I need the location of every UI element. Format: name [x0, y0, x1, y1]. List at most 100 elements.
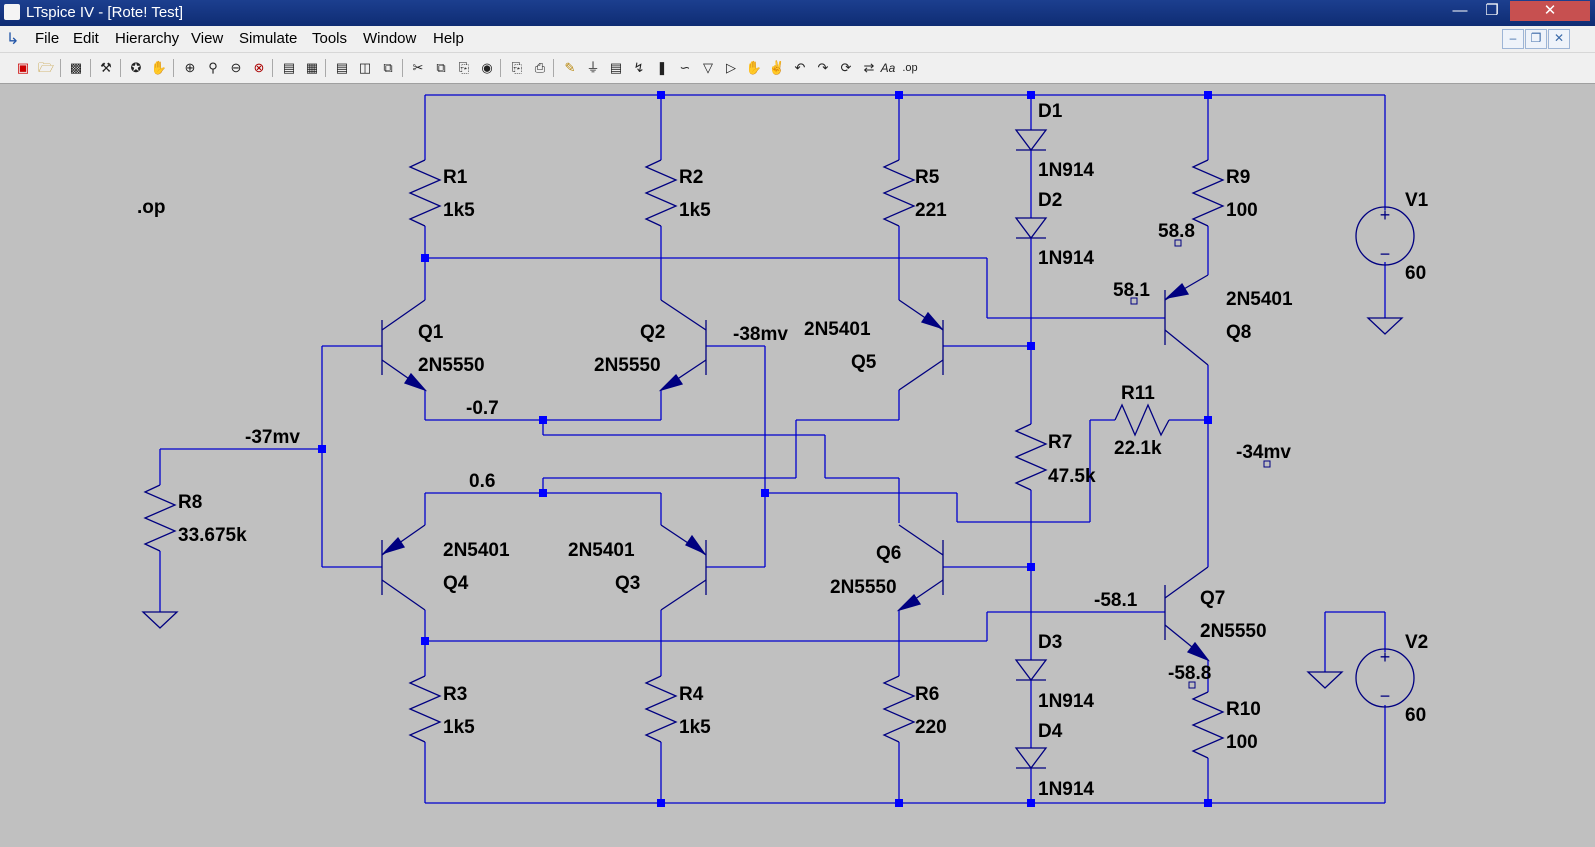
spice-directive-op[interactable]: .op — [137, 197, 166, 218]
new-schematic-icon[interactable]: ▣ — [16, 60, 30, 75]
control-panel-icon[interactable]: ⚒ — [100, 60, 112, 75]
zoom-in-icon[interactable]: ⊕ — [184, 60, 196, 75]
close-button[interactable]: ✕ — [1510, 1, 1590, 21]
zoom-fit-icon[interactable]: ⊗ — [253, 60, 265, 75]
r9-name[interactable]: R9 — [1226, 167, 1250, 188]
move-icon[interactable]: ✋ — [745, 60, 763, 75]
r4-value[interactable]: 1k5 — [679, 717, 711, 738]
undo-icon[interactable]: ↶ — [794, 60, 806, 75]
zoom-out-icon[interactable]: ⊖ — [230, 60, 242, 75]
q6-name[interactable]: Q6 — [876, 543, 901, 564]
text-icon[interactable]: Aa — [880, 61, 896, 75]
r5-name[interactable]: R5 — [915, 167, 940, 188]
cut-icon[interactable]: ✂ — [412, 60, 424, 75]
rotate-icon[interactable]: ⟳ — [840, 60, 852, 75]
resistor-icon[interactable]: ↯ — [633, 60, 645, 75]
draw-wire-icon[interactable]: ✎ — [564, 60, 576, 75]
inductor-icon[interactable]: ∽ — [679, 60, 691, 75]
diode-icon[interactable]: ▽ — [703, 60, 713, 75]
save-icon[interactable]: ▩ — [69, 60, 83, 75]
r8-name[interactable]: R8 — [178, 492, 202, 513]
q7-model[interactable]: 2N5550 — [1200, 621, 1267, 642]
r9-value[interactable]: 100 — [1226, 200, 1258, 221]
q8-model[interactable]: 2N5401 — [1226, 289, 1293, 310]
r2-value[interactable]: 1k5 — [679, 200, 711, 221]
d1-model[interactable]: 1N914 — [1038, 160, 1094, 181]
r1-name[interactable]: R1 — [443, 167, 468, 188]
q1-model[interactable]: 2N5550 — [418, 355, 485, 376]
d3-model[interactable]: 1N914 — [1038, 691, 1094, 712]
plot-settings-icon[interactable]: ▦ — [305, 60, 319, 75]
r10-value[interactable]: 100 — [1226, 732, 1258, 753]
redo-icon[interactable]: ↷ — [817, 60, 829, 75]
q3-model[interactable]: 2N5401 — [568, 540, 635, 561]
autoscale-icon[interactable]: ▤ — [282, 60, 296, 75]
schematic-canvas[interactable]: + − + − .op R1 1k5 R2 1k5 R5 221 R9 100 … — [0, 84, 1595, 842]
paste-icon[interactable]: ⎘ — [458, 60, 470, 75]
v2-name[interactable]: V2 — [1405, 632, 1428, 653]
d3-name[interactable]: D3 — [1038, 632, 1062, 653]
q5-model[interactable]: 2N5401 — [804, 319, 871, 340]
r5-value[interactable]: 221 — [915, 200, 947, 221]
mirror-icon[interactable]: ⇄ — [863, 60, 875, 75]
v2-value[interactable]: 60 — [1405, 705, 1426, 726]
mdi-close-button[interactable]: ✕ — [1548, 29, 1570, 49]
menu-window[interactable]: Window — [363, 30, 417, 47]
r6-name[interactable]: R6 — [915, 684, 939, 705]
run-icon[interactable]: ✪ — [130, 60, 142, 75]
schematic-doc-icon[interactable]: ↳ — [6, 31, 20, 48]
restore-button[interactable]: ❐ — [1485, 2, 1499, 19]
print-icon[interactable]: ⎙ — [534, 60, 546, 75]
d4-name[interactable]: D4 — [1038, 721, 1063, 742]
q2-name[interactable]: Q2 — [640, 322, 665, 343]
copy-icon[interactable]: ⧉ — [436, 60, 446, 75]
open-icon[interactable]: 🗁 — [37, 60, 55, 75]
q8-name[interactable]: Q8 — [1226, 322, 1251, 343]
r11-name[interactable]: R11 — [1121, 383, 1155, 404]
r3-value[interactable]: 1k5 — [443, 717, 475, 738]
q3-name[interactable]: Q3 — [615, 573, 640, 594]
d4-model[interactable]: 1N914 — [1038, 779, 1094, 800]
mdi-restore-button[interactable]: ❐ — [1525, 29, 1547, 49]
r6-value[interactable]: 220 — [915, 717, 947, 738]
menu-tools[interactable]: Tools — [312, 30, 348, 47]
v1-value[interactable]: 60 — [1405, 263, 1426, 284]
d2-model[interactable]: 1N914 — [1038, 248, 1094, 269]
r1-value[interactable]: 1k5 — [443, 200, 475, 221]
ground-icon[interactable]: ⏚ — [586, 60, 600, 75]
r4-name[interactable]: R4 — [679, 684, 704, 705]
mdi-minimize-button[interactable]: – — [1502, 29, 1524, 49]
menu-file[interactable]: File — [35, 30, 60, 47]
q4-model[interactable]: 2N5401 — [443, 540, 510, 561]
minimize-button[interactable]: — — [1452, 2, 1468, 19]
q7-name[interactable]: Q7 — [1200, 588, 1225, 609]
q6-model[interactable]: 2N5550 — [830, 577, 897, 598]
menu-hierarchy[interactable]: Hierarchy — [115, 30, 180, 47]
q1-name[interactable]: Q1 — [418, 322, 444, 343]
component-icon[interactable]: ▷ — [726, 60, 736, 75]
r7-value[interactable]: 47.5k — [1048, 466, 1096, 487]
r10-name[interactable]: R10 — [1226, 699, 1261, 720]
print-setup-icon[interactable]: ⎘ — [511, 60, 523, 75]
ltspice-app-icon[interactable] — [4, 4, 20, 20]
r2-name[interactable]: R2 — [679, 167, 703, 188]
r8-value[interactable]: 33.675k — [178, 525, 247, 546]
cascade-icon[interactable]: ⧉ — [383, 60, 393, 75]
v1-name[interactable]: V1 — [1405, 190, 1429, 211]
zoom-area-icon[interactable]: ⚲ — [208, 60, 218, 75]
menu-help[interactable]: Help — [433, 30, 464, 47]
drag-icon[interactable]: ✌ — [768, 60, 786, 75]
d1-name[interactable]: D1 — [1038, 101, 1063, 122]
q2-model[interactable]: 2N5550 — [594, 355, 661, 376]
menu-edit[interactable]: Edit — [73, 30, 99, 47]
r3-name[interactable]: R3 — [443, 684, 467, 705]
tile-vertical-icon[interactable]: ◫ — [358, 60, 372, 75]
halt-icon[interactable]: ✋ — [150, 60, 168, 75]
r11-value[interactable]: 22.1k — [1114, 438, 1162, 459]
r7-name[interactable]: R7 — [1048, 432, 1072, 453]
spice-directive-icon[interactable]: .op — [902, 62, 918, 74]
q4-name[interactable]: Q4 — [443, 573, 469, 594]
tile-horizontal-icon[interactable]: ▤ — [335, 60, 349, 75]
d2-name[interactable]: D2 — [1038, 190, 1062, 211]
menu-view[interactable]: View — [191, 30, 224, 47]
